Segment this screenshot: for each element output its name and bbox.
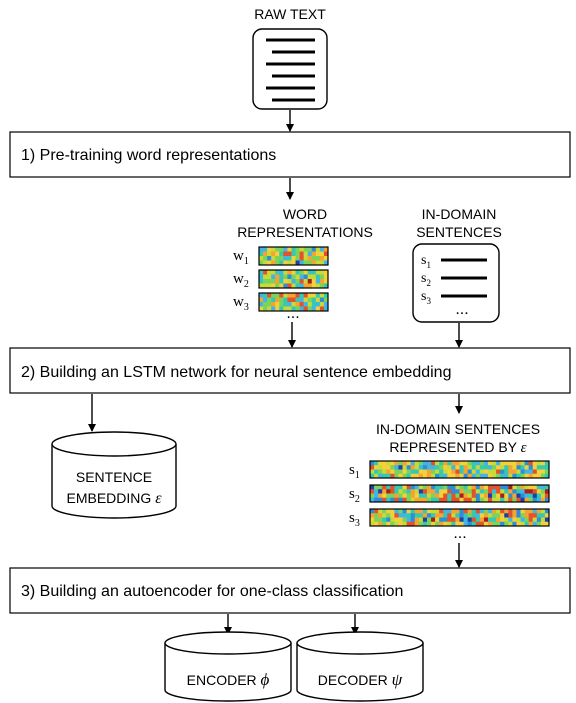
embedded-sentence-row-1: s1 (349, 460, 550, 481)
decoder-cylinder (296, 631, 424, 702)
in-domain-sentences-document-icon (412, 243, 500, 323)
sentence-vector-heatmap (369, 460, 550, 479)
in-domain-title-line2: SENTENCES (416, 224, 502, 240)
word-vector-heatmap (258, 269, 329, 289)
raw-text-title: RAW TEXT (254, 6, 326, 22)
word-reps-ellipsis: ... (286, 305, 299, 322)
sentence-vector-heatmap (369, 484, 550, 503)
embedded-sentence-row-3: s3 (349, 508, 550, 529)
word-rep-row-1: w1 (233, 246, 329, 267)
in-domain-s3: s3 (421, 289, 431, 306)
word-rep-row-2: w2 (233, 269, 329, 290)
in-domain-embedded-title-line2: REPRESENTED BY ε (389, 439, 526, 456)
word-reps-title-line2: REPRESENTATIONS (237, 224, 373, 240)
svg-text:s2: s2 (349, 486, 360, 505)
svg-text:s1: s1 (349, 462, 360, 481)
svg-text:s3: s3 (349, 510, 360, 529)
step-1-box (9, 131, 571, 178)
in-domain-embedded-title-line1: IN-DOMAIN SENTENCES (376, 421, 540, 437)
step-2-box (9, 347, 571, 394)
step-1-label: 1) Pre-training word representations (21, 147, 276, 164)
word-rep-row-3: w3 (233, 292, 329, 313)
raw-text-document-icon (252, 28, 328, 110)
in-domain-s1: s1 (421, 253, 431, 270)
in-domain-title-line1: IN-DOMAIN (422, 206, 497, 222)
word-vector-heatmap (258, 292, 329, 312)
in-domain-ellipsis: ... (455, 301, 468, 318)
embedded-sentence-row-2: s2 (349, 484, 550, 505)
sentence-vector-heatmap (369, 508, 550, 527)
word-vector-heatmap (258, 246, 329, 266)
svg-text:w1: w1 (233, 248, 249, 267)
step-3-label: 3) Building an autoencoder for one-class… (21, 583, 403, 600)
svg-text:w2: w2 (233, 271, 249, 290)
sentence-embedding-label-line2: EMBEDDING ε (67, 490, 163, 507)
in-domain-embedded-ellipsis: ... (453, 525, 466, 542)
word-reps-title-line1: WORD (283, 206, 327, 222)
step-2-label: 2) Building an LSTM network for neural s… (21, 364, 451, 381)
in-domain-s2: s2 (421, 271, 431, 288)
sentence-embedding-label-line1: SENTENCE (76, 469, 152, 485)
svg-text:w3: w3 (233, 294, 249, 313)
step-3-box (9, 567, 571, 614)
sentence-embedding-cylinder (51, 431, 177, 519)
encoder-label: ENCODER ϕ (187, 670, 270, 689)
encoder-cylinder (164, 631, 292, 702)
decoder-label: DECODER ψ (318, 670, 403, 689)
